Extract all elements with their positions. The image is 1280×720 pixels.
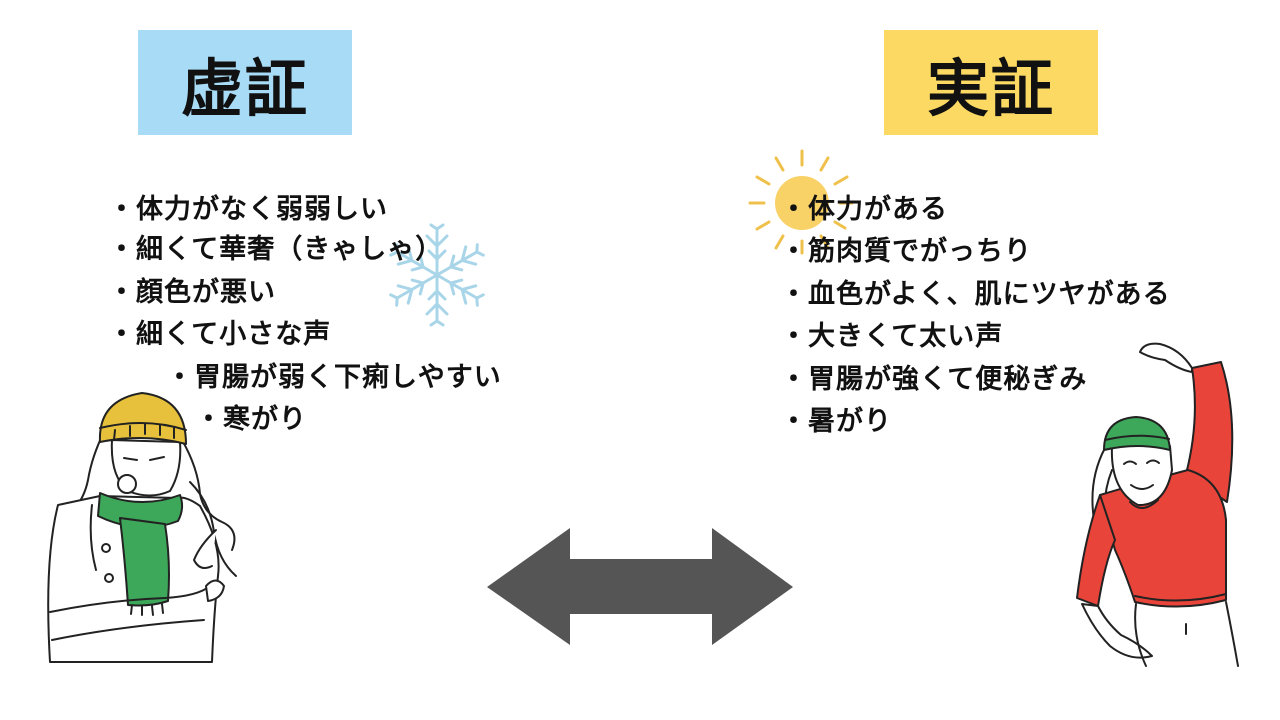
hand <box>205 579 225 602</box>
eye <box>149 456 165 461</box>
cold-woman-illustration <box>47 392 237 663</box>
deficiency-list-item: ・細くて華奢（きゃしゃ） <box>108 234 444 265</box>
scarf-fringe <box>130 603 164 616</box>
coat-button <box>104 573 114 583</box>
eye <box>1123 460 1137 465</box>
excess-title-box: 実証 <box>884 30 1098 135</box>
deficiency-list-item: ・胃腸が弱く下痢しやすい <box>166 362 502 393</box>
coat-button <box>101 543 111 553</box>
excess-list-item: ・胃腸が強くて便秘ぎみ <box>780 364 1088 395</box>
lower-arm-sleeve <box>1076 494 1116 607</box>
deficiency-list-item: ・顔色が悪い <box>108 277 276 308</box>
sleeve <box>51 619 205 641</box>
beanie <box>98 392 187 445</box>
coat-collar <box>89 504 97 571</box>
snowflake-icon <box>387 223 487 327</box>
beanie-rib <box>113 423 175 441</box>
beanie-band <box>99 422 187 431</box>
smile <box>1130 484 1154 490</box>
eye <box>123 457 138 461</box>
deficiency-list-item: ・細くて小さな声 <box>108 319 332 350</box>
breath-puff <box>117 474 137 494</box>
excess-list-item: ・暑がり <box>780 406 892 437</box>
scarf-tail <box>119 517 170 607</box>
excess-list-item: ・大きくて太い声 <box>780 321 1004 352</box>
arm <box>49 585 211 613</box>
midriff <box>1134 601 1239 667</box>
beanie-band <box>1104 434 1170 441</box>
raised-hand <box>1139 342 1193 373</box>
excess-title: 実証 <box>926 51 1055 125</box>
excess-list-item: ・筋肉質でがっちり <box>780 236 1032 267</box>
excess-list-item: ・血色がよく、肌にツヤがある <box>780 279 1171 310</box>
top-hem <box>1134 593 1227 602</box>
hair <box>181 439 236 551</box>
double-arrow-icon <box>487 528 793 645</box>
sun-icon <box>748 149 854 255</box>
forearm <box>1081 603 1153 659</box>
active-woman-illustration <box>1076 342 1239 667</box>
deficiency-list-item: ・体力がなく弱弱しい <box>108 194 388 225</box>
deficiency-list-item: ・寒がり <box>195 404 307 435</box>
excess-list-item: ・体力がある <box>780 194 948 225</box>
neck <box>1129 499 1159 509</box>
eye <box>1146 459 1160 464</box>
raised-arm <box>1185 361 1234 503</box>
deficiency-title: 虚証 <box>180 51 309 125</box>
beanie <box>1103 416 1171 451</box>
deficiency-title-box: 虚証 <box>138 30 352 135</box>
hand <box>193 529 217 569</box>
